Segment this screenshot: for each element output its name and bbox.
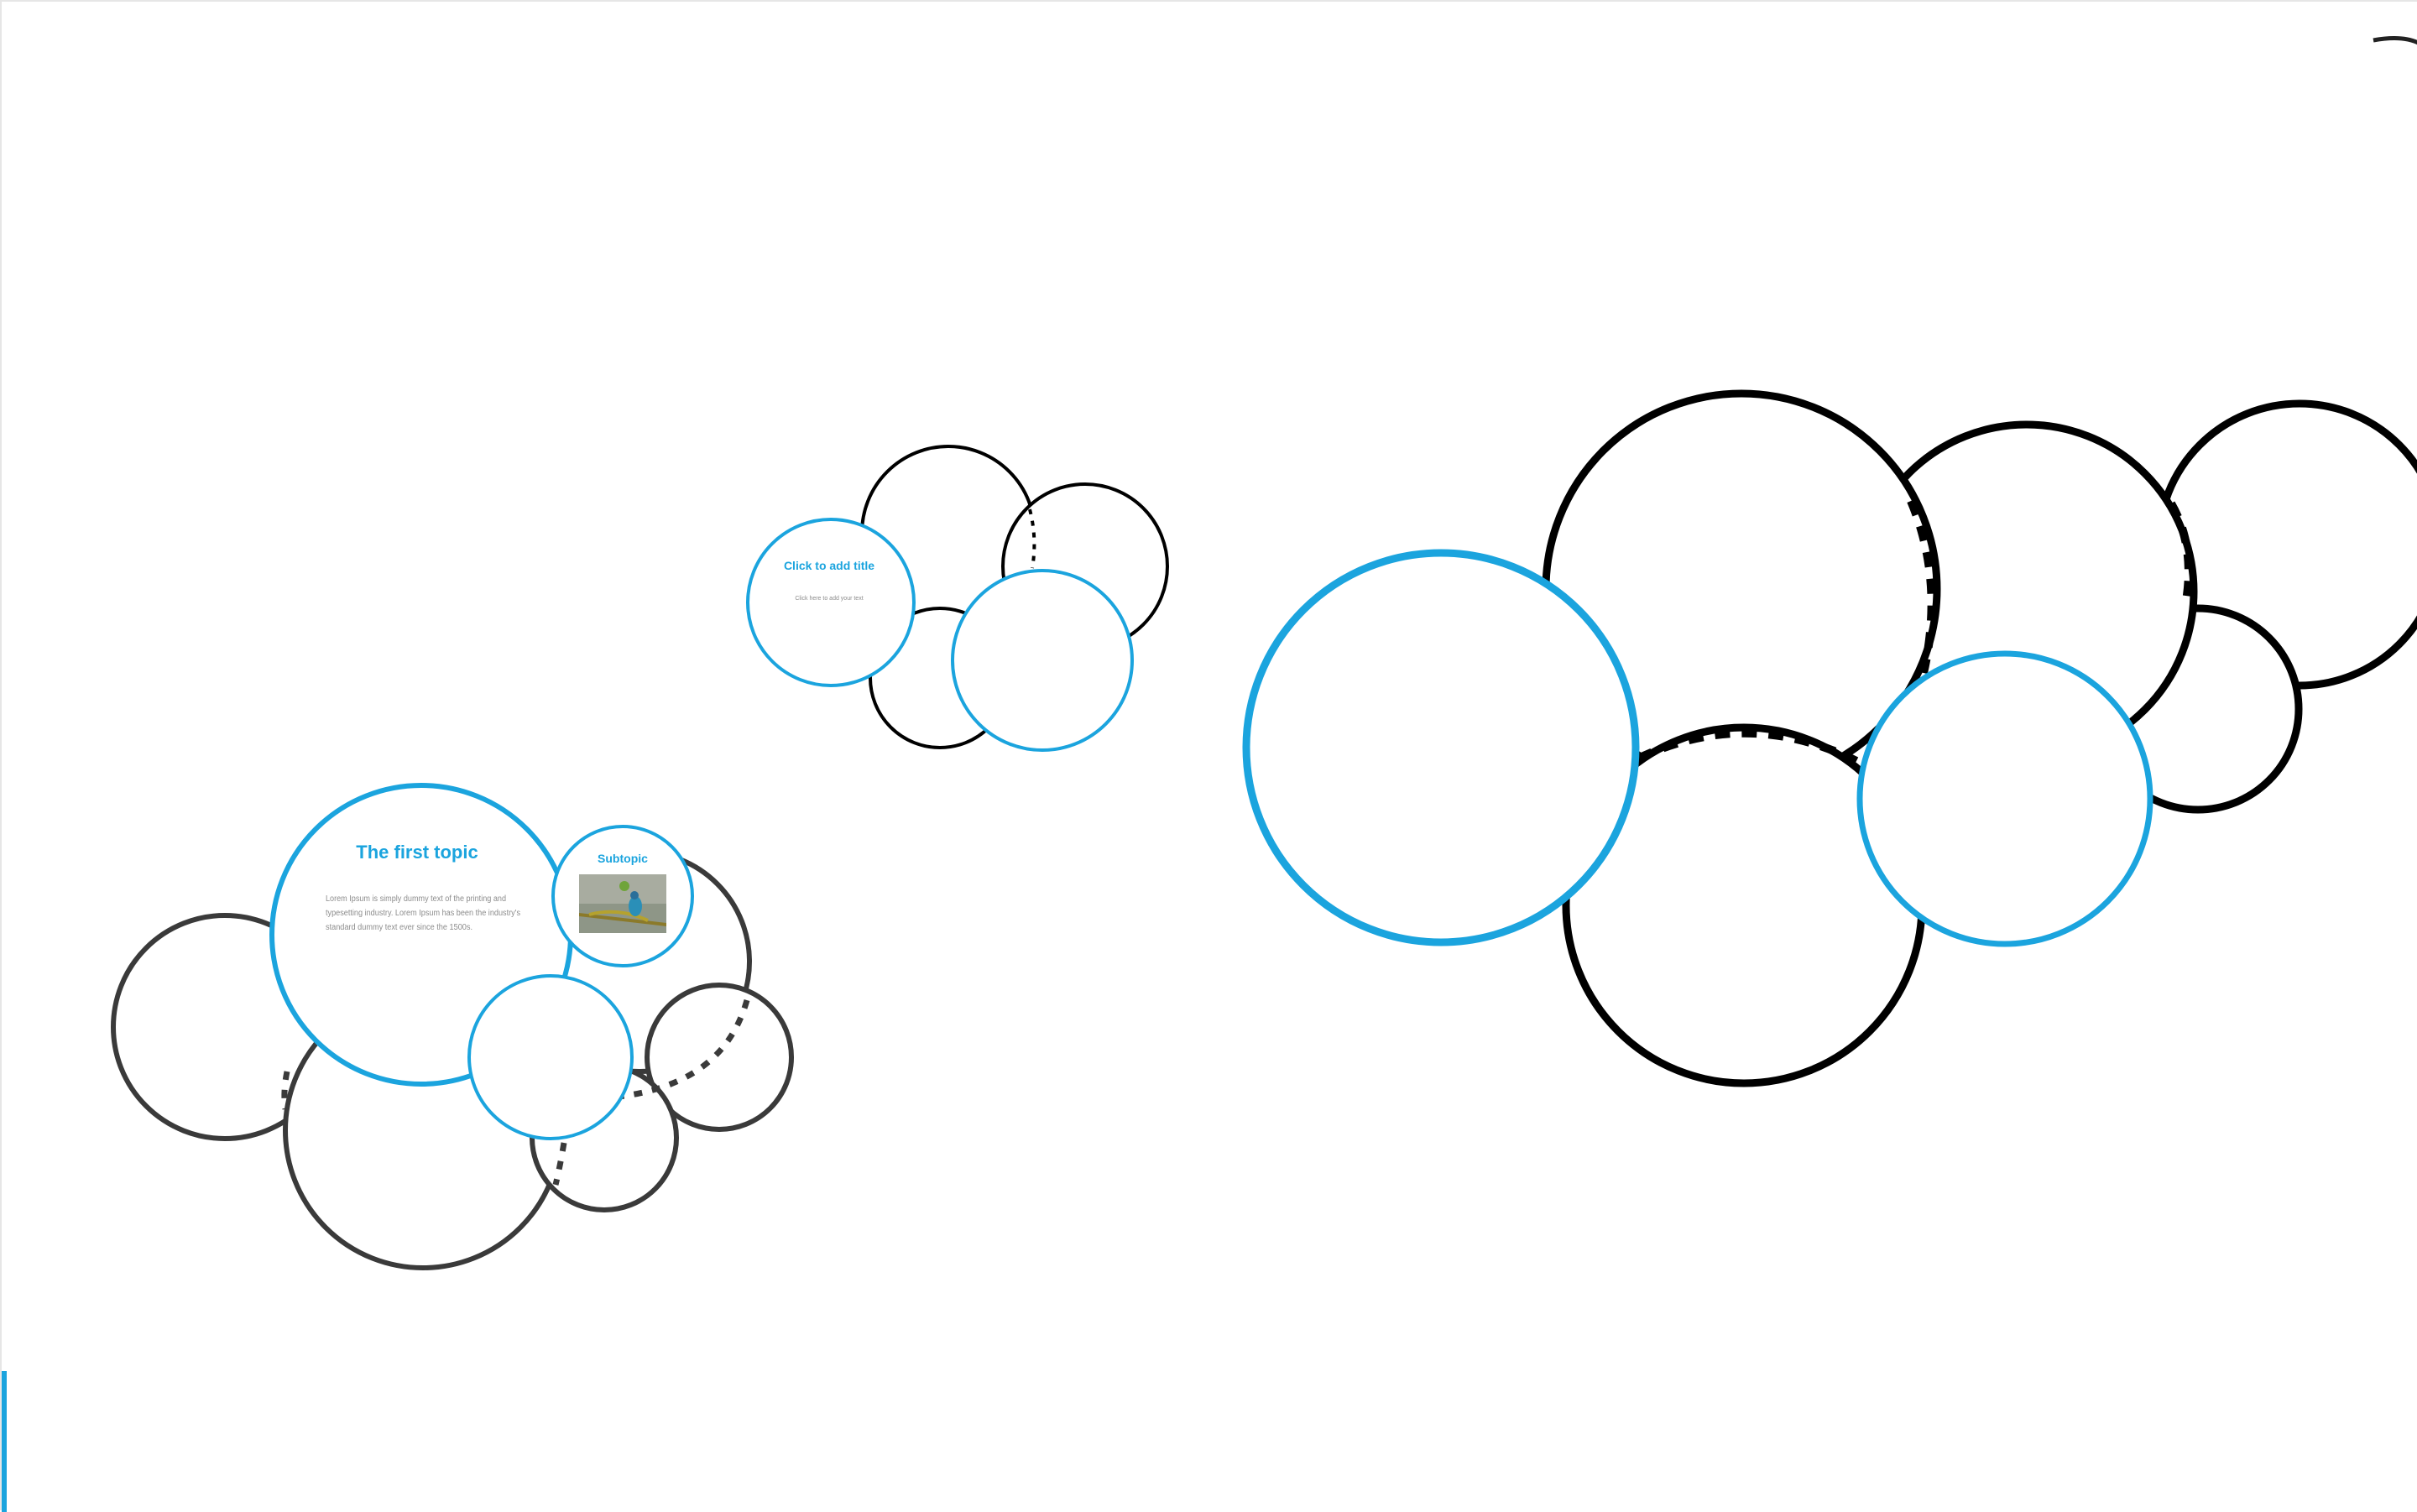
right-cloud-dash-2 (2167, 501, 2193, 607)
main-topic-body-line-1: Lorem Ipsum is simply dummy text of the … (326, 894, 506, 904)
empty-topic-frame-right[interactable] (1856, 650, 2153, 947)
main-topic-body-line-3: standard dummy text ever since the 1500s… (326, 923, 472, 932)
right-cloud-dash-3 (1636, 728, 1859, 765)
left-edge-accent-bar (2, 1371, 7, 1512)
placeholder-topic-frame[interactable] (746, 518, 916, 687)
corner-arc-decoration (2373, 36, 2417, 45)
placeholder-body[interactable]: Click here to add your text (795, 596, 863, 602)
bird-photo-icon[interactable] (579, 874, 666, 933)
left-cloud-dash-3 (552, 1142, 567, 1186)
subtopic-title[interactable]: Subtopic (598, 852, 648, 865)
placeholder-title[interactable]: Click to add title (784, 559, 874, 572)
main-topic-body-line-2: typesetting industry. Lorem Ipsum has be… (326, 909, 520, 918)
large-empty-topic-frame[interactable] (1242, 549, 1640, 946)
left-cloud-dash-1 (281, 1071, 290, 1110)
right-cloud-dash-1 (1907, 499, 1936, 675)
left-cloud-circle-d (645, 983, 794, 1132)
main-topic-title[interactable]: The first topic (356, 842, 478, 863)
empty-topic-frame-middle[interactable] (951, 569, 1134, 752)
empty-topic-frame-left[interactable] (467, 974, 634, 1140)
left-cloud-dash-2 (618, 999, 750, 1100)
